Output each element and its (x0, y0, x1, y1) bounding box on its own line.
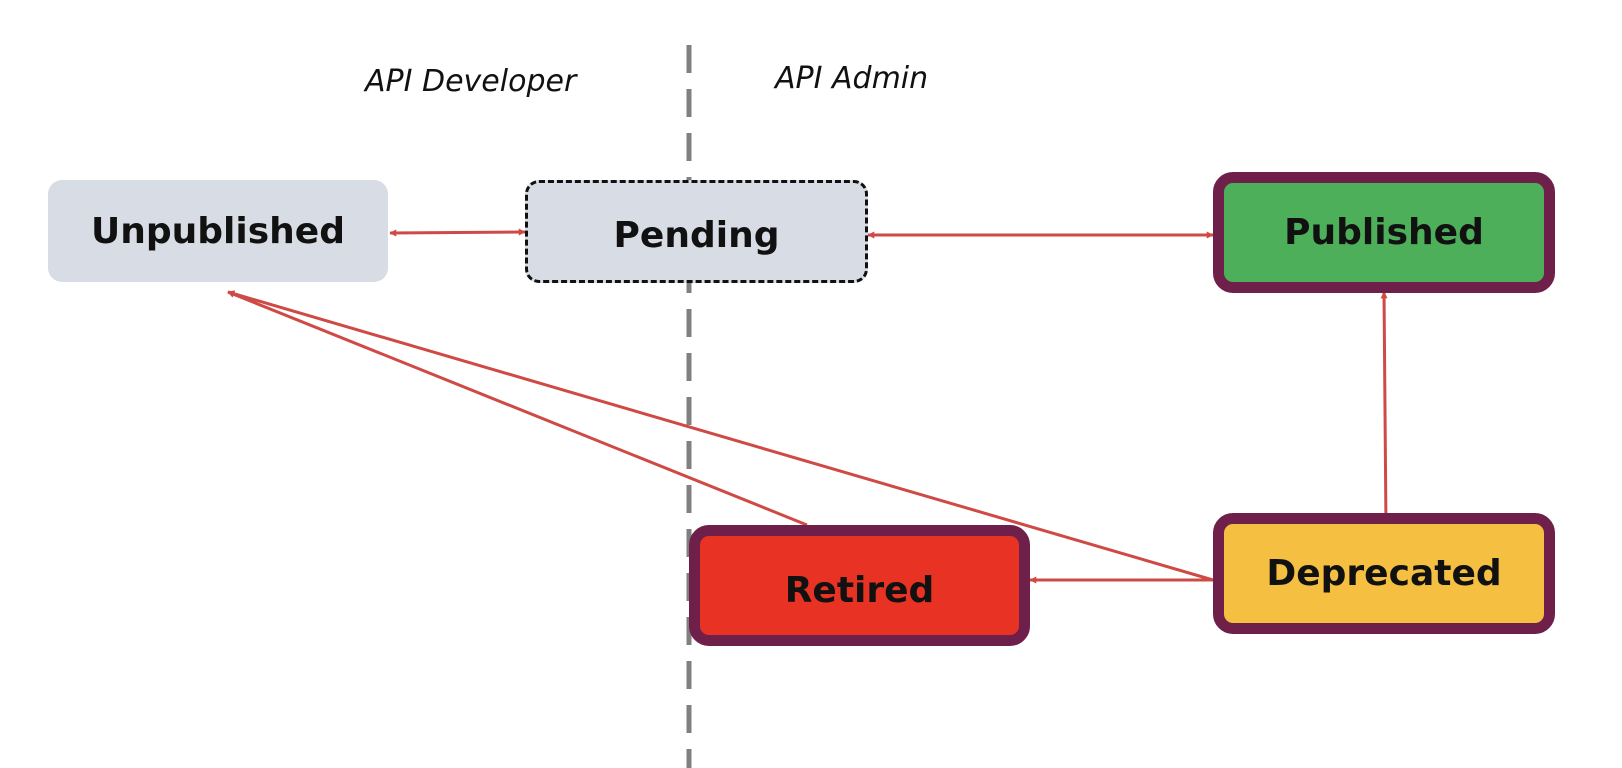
state-retired-label: Retired (784, 570, 935, 611)
state-deprecated-label: Deprecated (1266, 553, 1502, 594)
lane-label-developer: API Developer (365, 64, 577, 99)
state-unpublished[interactable]: Unpublished (48, 180, 388, 282)
state-unpublished-label: Unpublished (91, 210, 345, 252)
transition-published-deprecated (1380, 291, 1390, 528)
transition-unpublished-pending (389, 228, 526, 237)
state-retired[interactable]: Retired (689, 525, 1030, 646)
state-published-label: Published (1284, 212, 1484, 253)
state-pending-label: Pending (613, 215, 780, 256)
state-published[interactable]: Published (1213, 172, 1555, 293)
state-deprecated[interactable]: Deprecated (1213, 513, 1555, 634)
transition-deprecated-unpublished (227, 290, 1214, 582)
lane-label-admin: API Admin (775, 61, 929, 96)
state-pending[interactable]: Pending (525, 180, 868, 283)
transition-retired-unpublished (227, 290, 808, 527)
